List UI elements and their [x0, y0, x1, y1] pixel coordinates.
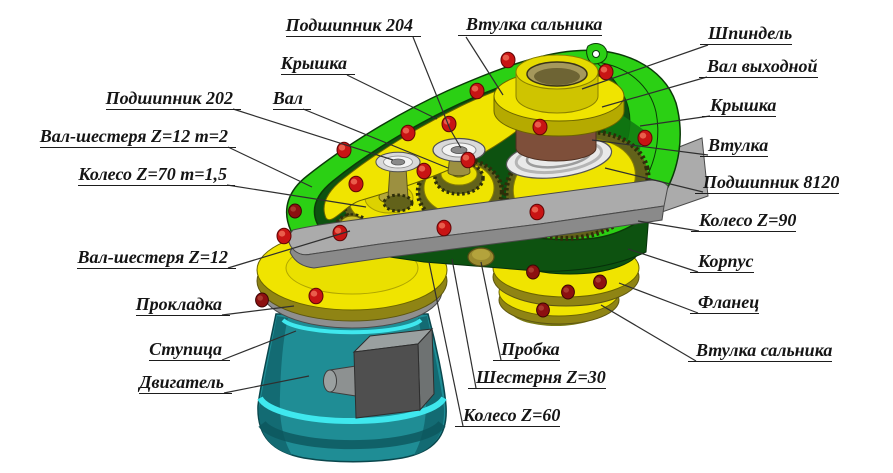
bearing-202-part	[375, 151, 421, 173]
motor-cyan-band-top	[281, 318, 423, 335]
part-label-sleeve: Втулка	[700, 135, 769, 157]
motor-bottom-edge	[258, 421, 446, 450]
part-label-spindle: Шпиндель	[700, 23, 793, 45]
part-label-shaft: Вал	[272, 88, 311, 110]
bolt	[332, 224, 348, 242]
bolt	[529, 203, 545, 221]
motor-group	[257, 313, 447, 463]
bolt	[460, 151, 476, 169]
bolt	[500, 51, 516, 69]
pedestal-202-gear	[382, 193, 414, 213]
part-label-wheel-z60: Колесо Z=60	[455, 405, 561, 427]
bolt-dark	[593, 274, 607, 290]
bolt	[637, 129, 653, 147]
bolt	[308, 287, 324, 305]
part-label-motor: Двигатель	[139, 372, 232, 394]
spindle-bore	[534, 68, 580, 85]
part-label-wheel-z90: Колесо Z=90	[691, 210, 797, 232]
part-label-bearing-202: Подшипник 202	[105, 88, 241, 110]
part-label-wheel-z70: Колесо Z=70 m=1,5	[78, 164, 235, 186]
bolt	[598, 63, 614, 81]
part-label-plug: Пробка	[493, 339, 560, 361]
bolt	[416, 162, 432, 180]
part-label-pinion-z30: Шестерня Z=30	[468, 367, 606, 389]
part-label-bearing-204: Подшипник 204	[285, 15, 421, 37]
part-label-flange: Фланец	[690, 292, 760, 314]
bolt	[400, 124, 416, 142]
bolt-dark	[561, 284, 575, 300]
bolt-dark	[255, 292, 269, 308]
bolt	[469, 82, 485, 100]
bearing-204-part	[432, 137, 486, 163]
bolt	[436, 219, 452, 237]
housing-lug-hole	[592, 50, 600, 58]
part-label-housing: Корпус	[690, 251, 754, 273]
part-label-shaft-gear-z12-m2: Вал-шестеря Z=12 m=2	[39, 126, 236, 148]
part-label-seal-sleeve-top: Втулка сальника	[458, 14, 603, 36]
part-label-cover-right: Крышка	[702, 95, 777, 117]
bolt	[276, 227, 292, 245]
part-label-shaft-gear-z12: Вал-шестеря Z=12	[77, 247, 236, 269]
part-label-bearing-8120: Подшипник 8120	[695, 172, 840, 194]
bolt-dark	[288, 203, 302, 219]
part-label-cover-top: Крышка	[280, 53, 355, 75]
motor-terminal-box	[323, 327, 435, 419]
part-label-hub: Ступица	[149, 339, 230, 361]
bolt	[348, 175, 364, 193]
bolt-dark	[526, 264, 540, 280]
drain-plug	[467, 247, 495, 267]
part-label-output-shaft: Вал выходной	[699, 56, 818, 78]
bolt	[441, 115, 457, 133]
bolt-dark	[536, 302, 550, 318]
part-label-seal-sleeve-bottom: Втулка сальника	[688, 340, 833, 362]
bolt	[532, 118, 548, 136]
bolt	[336, 141, 352, 159]
part-label-gasket: Прокладка	[135, 294, 230, 316]
